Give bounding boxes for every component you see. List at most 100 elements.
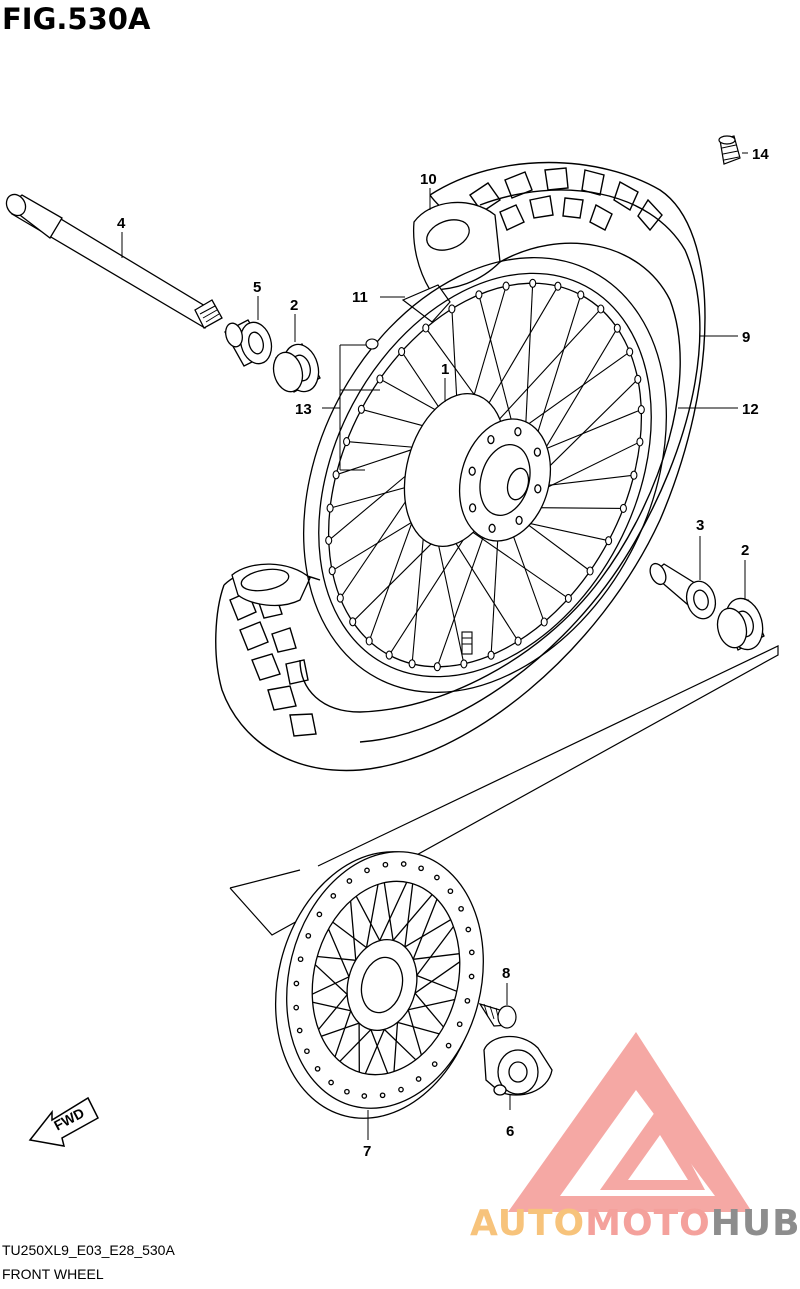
spoke [546, 378, 639, 470]
watermark-logo-mark [508, 1032, 752, 1212]
disc-lattice-arm [404, 883, 452, 948]
callout-6: 6 [506, 1123, 514, 1140]
callout-1: 1 [441, 361, 449, 378]
spoke [436, 533, 485, 667]
disc-hole [447, 888, 454, 895]
disc-lattice-arm [414, 961, 461, 1028]
leader-lines [121, 152, 748, 1140]
watermark-hub: HUB [710, 1203, 800, 1244]
hub-hole [534, 484, 542, 494]
disc-hole [458, 905, 464, 912]
spoke [451, 308, 458, 402]
spoke-nipple-on-rim [597, 304, 605, 314]
disc-lattice-arm [355, 882, 408, 941]
hub-hole [468, 466, 476, 476]
spoke-nipple-on-rim [376, 374, 384, 384]
spoke-nipple-on-rim [336, 593, 344, 603]
spoke [388, 523, 474, 656]
forward-direction-arrow: FWD [28, 1096, 99, 1147]
disc-hole [431, 1061, 438, 1067]
spacer-part-3 [649, 562, 717, 620]
disc-hole [400, 861, 407, 867]
spoke-nipple-on-rim [475, 290, 483, 300]
callout-9: 9 [742, 329, 750, 346]
disc-hole [328, 1079, 334, 1086]
disc-hole [297, 956, 304, 963]
disc-lattice-arm [407, 998, 455, 1056]
callout-5: 5 [253, 279, 261, 296]
spoke [525, 522, 591, 572]
spoke-nipple-on-rim [325, 535, 333, 545]
spoke [536, 294, 582, 436]
spoke-nipple-on-rim [605, 536, 613, 546]
spoke-nipple-on-rim [630, 470, 638, 480]
spoke-nipple-on-rim [326, 503, 334, 513]
spoke-nipple-on-rim [634, 374, 642, 384]
spokes-part-13 [325, 278, 645, 672]
disc-hole [445, 1042, 452, 1049]
spoke [472, 285, 507, 401]
spoke-nipple-on-rim [613, 323, 621, 333]
callout-12: 12 [742, 401, 759, 418]
spoke-nipple-on-rim [564, 593, 572, 603]
disc-lattice [311, 882, 461, 1074]
spoke-nipple-on-rim [619, 503, 627, 513]
spoke [339, 496, 410, 599]
hub-hole [514, 427, 522, 437]
spoke-nipple-on-rim [577, 290, 585, 300]
tire-part-9 [215, 161, 706, 772]
spoke [478, 294, 513, 424]
spoke [543, 441, 641, 490]
callout-11: 11 [352, 289, 368, 306]
spoke-nipple-on-rim [422, 323, 430, 333]
disc-lattice-arm [332, 884, 379, 949]
callout-13: 13 [295, 401, 312, 418]
disc-hole [330, 893, 337, 899]
spoke-nipple-on-rim [502, 281, 510, 291]
disc-hole [314, 1065, 321, 1072]
spoke-nipple-on-rim [529, 278, 537, 288]
disc-lattice-arm [339, 1029, 389, 1074]
disc-lattice-arm [312, 1001, 352, 1058]
disc-hole [382, 861, 389, 868]
disc-lattice-arm [364, 1028, 417, 1074]
spoke-nipple-on-rim [637, 405, 645, 415]
callout-2-lower: 2 [741, 542, 749, 559]
spoke [511, 533, 545, 623]
disc-vent-holes [293, 861, 475, 1099]
disc-hole [305, 932, 312, 939]
disc-hole [398, 1086, 404, 1093]
spoke-nipple-on-rim [460, 659, 468, 669]
spoke [361, 408, 427, 428]
disc-hole [415, 1076, 422, 1082]
spoke [411, 532, 425, 664]
spoke-nipple-on-rim [398, 347, 406, 357]
spoke-nipple-on-rim [357, 404, 365, 414]
callout-14: 14 [752, 146, 769, 163]
spoke [452, 538, 519, 642]
disc-hole [465, 926, 472, 933]
model-code-caption: TU250XL9_E03_E28_530A [2, 1242, 175, 1258]
disc-hole [344, 1088, 350, 1095]
spoke-nipple-on-rim [343, 437, 351, 447]
disc-lattice-arm [317, 900, 357, 961]
spoke [536, 507, 624, 509]
disc-lattice-arm [314, 964, 348, 1030]
disc-lattice-arm [311, 928, 350, 995]
spoke [495, 308, 602, 424]
disc-lattice-arm [393, 1021, 440, 1072]
spacer-part-5 [224, 319, 273, 367]
callout-2-upper: 2 [290, 297, 298, 314]
disc-hole [304, 1048, 310, 1055]
hub-hole [468, 503, 477, 513]
callout-3: 3 [696, 517, 704, 534]
valve-cap-part-14 [718, 135, 741, 165]
spoke-nipple-on-rim [514, 636, 522, 646]
figure-name-caption: FRONT WHEEL [2, 1266, 104, 1282]
disc-lattice-arm [383, 882, 433, 941]
speedometer-gearbox-part-6 [483, 1035, 553, 1096]
watermark-moto: MOTO [585, 1203, 711, 1244]
spoke [543, 327, 618, 452]
hub-hole [533, 447, 542, 457]
